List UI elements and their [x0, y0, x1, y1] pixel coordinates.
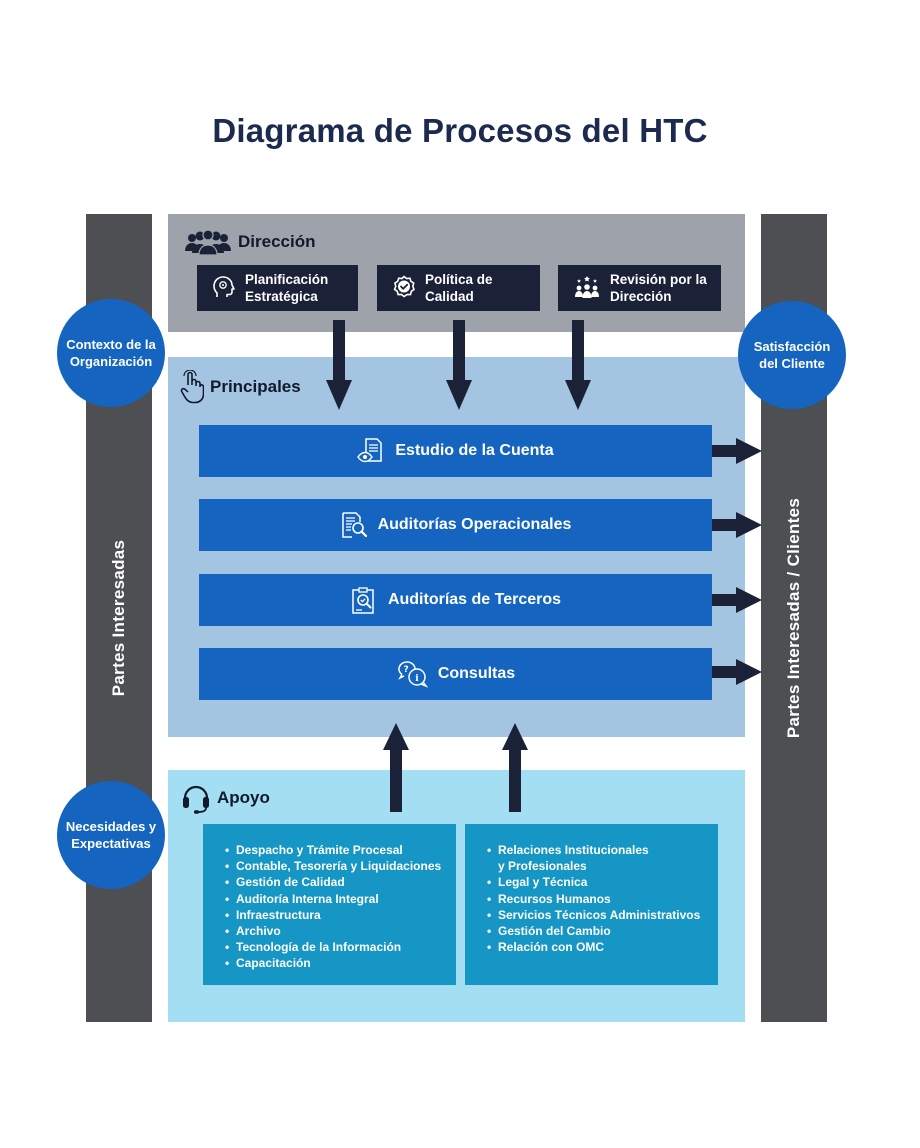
diagram-title: Diagrama de Procesos del HTC [212, 112, 708, 149]
process-auditorias-terceros-label: Auditorías de Terceros [387, 591, 562, 608]
list-item: Relación con OMC [487, 939, 708, 955]
list-item: Relaciones Institucionales y Profesional… [487, 842, 708, 874]
revision-box: Revisión por la Dirección [558, 265, 721, 311]
list-item: Servicios Técnicos Administrativos [487, 907, 708, 923]
list-item: Despacho y Trámite Procesal [225, 842, 446, 858]
list-item: Archivo [225, 923, 446, 939]
list-item: Gestión del Cambio [487, 923, 708, 939]
left-bar-label: Partes Interesadas [109, 539, 128, 697]
support-items-right: Relaciones Institucionales y Profesional… [487, 842, 708, 956]
satisfaccion-circle: Satisfacción del Cliente [738, 301, 846, 409]
list-item: Legal y Técnica [487, 874, 708, 890]
people-group-icon [185, 229, 231, 255]
contexto-circle: Contexto de la Organización [57, 299, 165, 407]
direccion-heading-label: Dirección [238, 232, 316, 251]
support-items-left: Despacho y Trámite Procesal Contable, Te… [225, 842, 446, 972]
list-item: Gestión de Calidad [225, 874, 446, 890]
process-auditorias-terceros: Auditorías de Terceros [199, 574, 712, 626]
brain-head-icon [213, 276, 235, 297]
principales-heading-label: Principales [210, 377, 301, 396]
clipboard-search-icon [352, 587, 374, 614]
necesidades-circle: Necesidades y Expectativas [57, 781, 165, 889]
document-search-icon [341, 512, 367, 538]
list-item: Infraestructura [225, 907, 446, 923]
list-item: Contable, Tesorería y Liquidaciones [225, 858, 446, 874]
svg-text:?: ? [403, 665, 408, 675]
list-item: Capacitación [225, 955, 446, 971]
support-list-left: Despacho y Trámite Procesal Contable, Te… [203, 824, 456, 985]
planificacion-box: Planificación Estratégica [197, 265, 358, 311]
svg-text:i: i [415, 674, 419, 684]
support-list-right: Relaciones Institucionales y Profesional… [465, 824, 718, 985]
apoyo-heading: Apoyo [181, 782, 270, 814]
revision-label: Revisión por la Dirección [610, 272, 707, 304]
hand-pointer-icon [180, 370, 204, 404]
process-estudio-cuenta-label: Estudio de la Cuenta [395, 442, 554, 459]
right-bar-label: Partes Interesadas / Clientes [784, 497, 803, 739]
check-badge-icon [393, 275, 415, 298]
list-item: Auditoría Interna Integral [225, 891, 446, 907]
headset-icon [183, 785, 209, 814]
process-auditorias-operacionales: Auditorías Operacionales [199, 499, 712, 551]
politica-box: Política de Calidad [377, 265, 540, 311]
question-info-bubbles-icon: ? i [397, 661, 428, 688]
document-eye-icon [357, 438, 383, 463]
process-consultas: ? i Consultas [199, 648, 712, 700]
team-review-icon [575, 276, 599, 298]
process-consultas-label: Consultas [437, 665, 516, 682]
process-estudio-cuenta: Estudio de la Cuenta [199, 425, 712, 477]
list-item: Tecnología de la Información [225, 939, 446, 955]
process-auditorias-operacionales-label: Auditorías Operacionales [377, 516, 572, 533]
principales-heading: Principales [180, 370, 301, 404]
direccion-heading: Dirección [184, 229, 315, 255]
politica-label: Política de Calidad [425, 272, 493, 304]
list-item: Recursos Humanos [487, 891, 708, 907]
apoyo-heading-label: Apoyo [217, 788, 270, 807]
planificacion-label: Planificación Estratégica [245, 272, 329, 304]
